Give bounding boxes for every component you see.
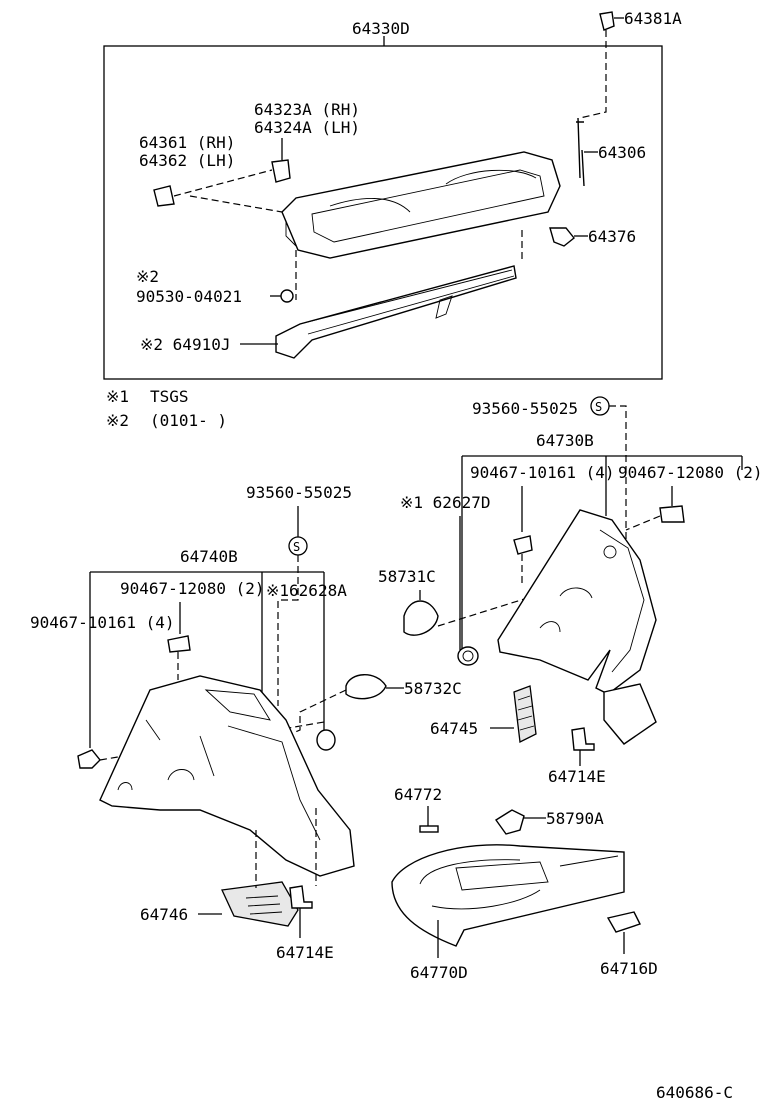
vent-64746 xyxy=(221,881,299,927)
clip-64381A xyxy=(599,11,615,31)
clip-64361 xyxy=(153,185,175,207)
cover-64770D xyxy=(391,844,625,947)
cap-58731C xyxy=(403,600,439,636)
clip-90467-12080-left xyxy=(167,635,191,653)
label-64770D: 64770D xyxy=(410,963,468,982)
rod-64306 xyxy=(576,117,585,187)
clip-64376 xyxy=(549,227,575,247)
label-64330D: 64330D xyxy=(352,19,410,38)
spare-tire-cover-group: 64772 58790A 64770D 64716D xyxy=(391,785,658,982)
bolt-64714E-right xyxy=(571,727,595,751)
label-58731C: 58731C xyxy=(378,567,436,586)
label-64323A: 64323A (RH) xyxy=(254,100,360,119)
label-64376: 64376 xyxy=(588,227,636,246)
clip-64323A xyxy=(271,159,291,183)
bolt-90530 xyxy=(280,289,294,303)
tray-64330D xyxy=(281,151,561,259)
legend-text-1: TSGS xyxy=(150,387,189,406)
vent-64745 xyxy=(513,685,537,743)
strip-64910J xyxy=(275,265,517,359)
label-64716D: 64716D xyxy=(600,959,658,978)
label-64746: 64746 xyxy=(140,905,188,924)
label-90467-right-a: 90467-10161 (4) xyxy=(470,463,615,482)
legend-mark-2: ※2 xyxy=(106,411,129,430)
screw-symbol-left-text: S xyxy=(293,540,300,554)
label-64740B: 64740B xyxy=(180,547,238,566)
right-trim-group: 93560-55025 S 64730B 90467-10161 (4) 904… xyxy=(378,396,760,786)
legend-text-2: (0101- ) xyxy=(150,411,227,430)
left-trim-group: 93560-55025 S 64740B 90467-12080 (2) ※16… xyxy=(30,483,462,962)
label-58790A: 58790A xyxy=(546,809,604,828)
grommet-62627D xyxy=(457,646,479,666)
clip-58790A xyxy=(494,809,525,835)
label-64714E-left: 64714E xyxy=(276,943,334,962)
clip-64772 xyxy=(419,825,439,833)
label-62627D: ※1 62627D xyxy=(400,493,490,512)
label-58732C: 58732C xyxy=(404,679,462,698)
grommet-62628A xyxy=(316,729,336,751)
label-64306: 64306 xyxy=(598,143,646,162)
label-64772: 64772 xyxy=(394,785,442,804)
label-64910J: ※2 64910J xyxy=(140,335,230,354)
figure-code: 640686-C xyxy=(656,1083,733,1102)
label-64362: 64362 (LH) xyxy=(139,151,235,170)
legend: ※1 TSGS ※2 (0101- ) xyxy=(106,387,227,430)
label-note2a: ※2 xyxy=(136,267,159,286)
label-93560-left: 93560-55025 xyxy=(246,483,352,502)
label-64361: 64361 (RH) xyxy=(139,133,235,152)
label-62628A: ※162628A xyxy=(266,581,347,600)
bolt-64714E-left xyxy=(289,885,313,909)
screw-symbol-right-text: S xyxy=(595,400,602,414)
group-frame xyxy=(103,45,663,380)
label-90467-left-b: 90467-12080 (2) xyxy=(120,579,265,598)
clip-64716D xyxy=(606,911,641,933)
trim-64730B-lower xyxy=(603,683,657,745)
clip-90467-10161-left xyxy=(77,749,101,769)
label-90467-right-b: 90467-12080 (2) xyxy=(618,463,760,482)
cap-58732C xyxy=(345,674,387,700)
clip-90467-10161-right xyxy=(513,535,533,555)
clip-90467-12080-right xyxy=(659,505,685,523)
label-90467-left-a: 90467-10161 (4) xyxy=(30,613,175,632)
label-93560-right: 93560-55025 xyxy=(472,399,578,418)
trim-64740B xyxy=(99,675,355,877)
label-90530: 90530-04021 xyxy=(136,287,242,306)
label-64745: 64745 xyxy=(430,719,478,738)
legend-mark-1: ※1 xyxy=(106,387,129,406)
package-tray-group: 64330D 64381A 64306 64323A (RH) 64324A (… xyxy=(103,9,682,380)
label-64381A: 64381A xyxy=(624,9,682,28)
label-64730B: 64730B xyxy=(536,431,594,450)
label-64324A: 64324A (LH) xyxy=(254,118,360,137)
label-64714E-right: 64714E xyxy=(548,767,606,786)
